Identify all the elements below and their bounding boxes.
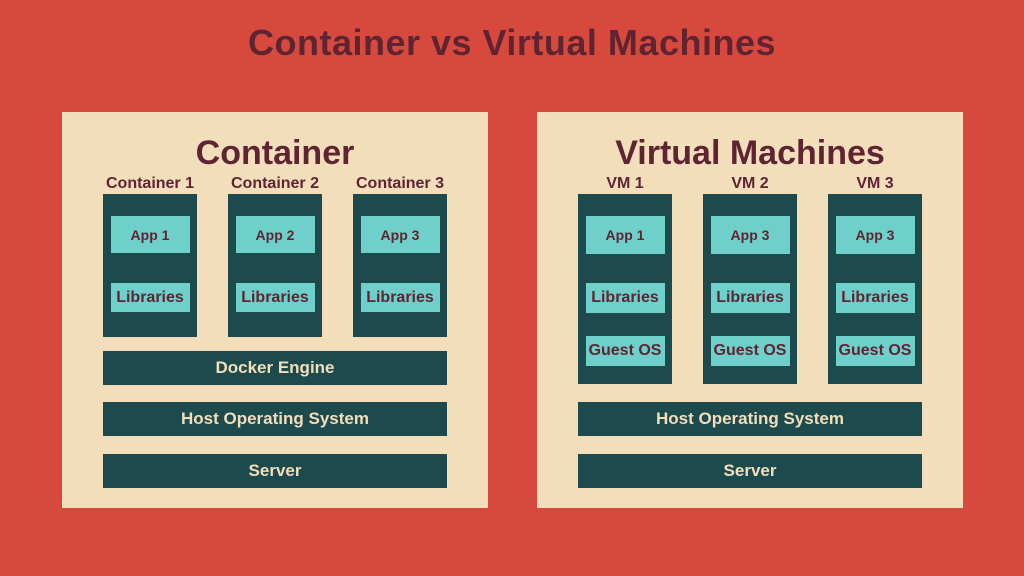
page-title: Container vs Virtual Machines <box>248 22 776 63</box>
libraries-box: Libraries <box>110 283 190 312</box>
container-3-box: App 3 Libraries <box>353 194 447 337</box>
libraries-box: Libraries <box>360 283 440 312</box>
vm-panel: Virtual Machines VM 1 App 1 Libraries Gu… <box>537 112 963 508</box>
app-box: App 3 <box>360 216 440 253</box>
container-column-3: Container 3 App 3 Libraries <box>353 174 447 337</box>
container-columns: Container 1 App 1 Libraries Container 2 … <box>103 174 447 337</box>
guest-os-box: Guest OS <box>710 336 790 366</box>
app-box: App 1 <box>110 216 190 253</box>
vm-column-3: VM 3 App 3 Libraries Guest OS <box>828 174 922 384</box>
container-2-box: App 2 Libraries <box>228 194 322 337</box>
vm-1-label: VM 1 <box>606 175 644 192</box>
vm-column-2: VM 2 App 3 Libraries Guest OS <box>703 174 797 384</box>
vm-3-label: VM 3 <box>856 175 894 192</box>
container-2-label: Container 2 <box>230 175 319 192</box>
vm-2-box: App 3 Libraries Guest OS <box>703 194 797 384</box>
container-column-2: Container 2 App 2 Libraries <box>228 174 322 337</box>
app-box: App 2 <box>235 216 315 253</box>
libraries-box: Libraries <box>235 283 315 312</box>
vm-panel-heading: Virtual Machines <box>615 134 885 172</box>
host-os-bar: Host Operating System <box>578 402 922 436</box>
app-box: App 3 <box>835 216 915 254</box>
server-bar: Server <box>103 454 447 488</box>
app-box: App 1 <box>585 216 665 254</box>
container-1-label: Container 1 <box>105 175 194 192</box>
vm-column-1: VM 1 App 1 Libraries Guest OS <box>578 174 672 384</box>
vm-1-box: App 1 Libraries Guest OS <box>578 194 672 384</box>
container-column-1: Container 1 App 1 Libraries <box>103 174 197 337</box>
vm-3-box: App 3 Libraries Guest OS <box>828 194 922 384</box>
libraries-box: Libraries <box>835 283 915 313</box>
server-bar: Server <box>578 454 922 488</box>
vm-2-label: VM 2 <box>731 175 769 192</box>
app-box: App 3 <box>710 216 790 254</box>
container-1-box: App 1 Libraries <box>103 194 197 337</box>
docker-engine-bar: Docker Engine <box>103 351 447 385</box>
container-3-label: Container 3 <box>355 175 444 192</box>
guest-os-box: Guest OS <box>835 336 915 366</box>
vm-columns: VM 1 App 1 Libraries Guest OS VM 2 App 3… <box>578 174 922 384</box>
libraries-box: Libraries <box>585 283 665 313</box>
guest-os-box: Guest OS <box>585 336 665 366</box>
libraries-box: Libraries <box>710 283 790 313</box>
container-panel-heading: Container <box>195 134 355 172</box>
host-os-bar: Host Operating System <box>103 402 447 436</box>
container-panel: Container Container 1 App 1 Libraries Co… <box>62 112 488 508</box>
